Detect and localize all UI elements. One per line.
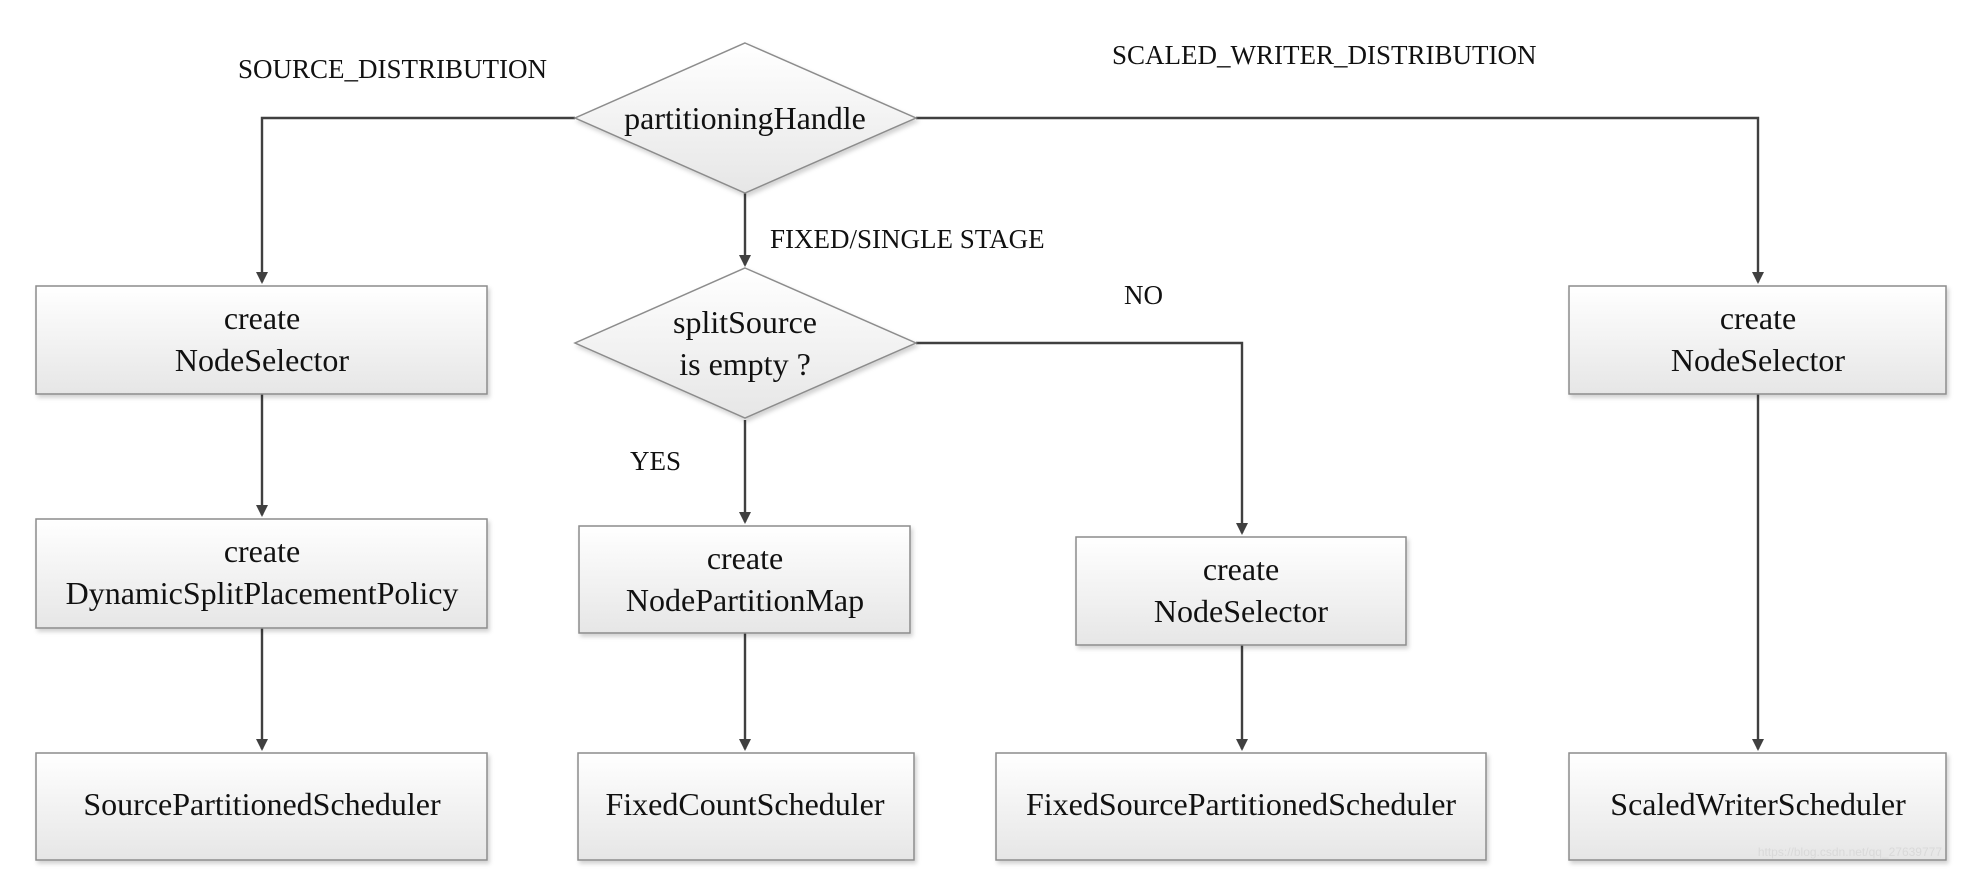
right-node-selector-line-1: create — [1720, 300, 1796, 336]
source-partitioned-scheduler-label: SourcePartitionedScheduler — [83, 786, 441, 822]
left-node-selector-line-2: NodeSelector — [175, 342, 350, 378]
mid-node-selector-line-1: create — [1203, 551, 1279, 587]
connectors — [256, 116, 1764, 751]
label-scaled-writer-distribution: SCALED_WRITER_DISTRIBUTION — [1112, 40, 1536, 70]
edge-source-distribution — [256, 116, 575, 284]
dynamic-policy-line-1: create — [224, 533, 300, 569]
edge-scaled-writer-distribution — [916, 116, 1764, 284]
box-create-node-partition-map: create NodePartitionMap — [578, 525, 911, 634]
box-source-partitioned-scheduler: SourcePartitionedScheduler — [35, 752, 488, 861]
box-fixed-source-partitioned-scheduler: FixedSourcePartitionedScheduler — [995, 752, 1487, 861]
box-scaled-writer-scheduler: ScaledWriterScheduler — [1568, 752, 1947, 861]
node-partition-map-line-1: create — [707, 540, 783, 576]
decision-split-source-empty: splitSource is empty ? — [573, 267, 918, 419]
fixed-count-scheduler-label: FixedCountScheduler — [605, 786, 884, 822]
box-fixed-count-scheduler: FixedCountScheduler — [577, 752, 915, 861]
fixed-source-partitioned-scheduler-label: FixedSourcePartitionedScheduler — [1026, 786, 1456, 822]
label-yes: YES — [630, 446, 681, 476]
label-fixed-single-stage: FIXED/SINGLE STAGE — [770, 224, 1045, 254]
box-mid-create-node-selector: create NodeSelector — [1075, 536, 1407, 646]
mid-node-selector-line-2: NodeSelector — [1154, 593, 1329, 629]
left-node-selector-line-1: create — [224, 300, 300, 336]
watermark-text: https://blog.csdn.net/qq_27639777 — [1758, 845, 1942, 859]
box-create-dynamic-split-placement-policy: create DynamicSplitPlacementPolicy — [35, 518, 488, 629]
decision-partitioning-line-1: partitioningHandle — [624, 100, 866, 136]
decision-split-source-line-2: is empty ? — [679, 346, 811, 382]
label-no: NO — [1124, 280, 1163, 310]
right-node-selector-line-2: NodeSelector — [1671, 342, 1846, 378]
dynamic-policy-line-2: DynamicSplitPlacementPolicy — [66, 575, 459, 611]
scaled-writer-scheduler-label: ScaledWriterScheduler — [1610, 786, 1906, 822]
label-source-distribution: SOURCE_DISTRIBUTION — [238, 54, 547, 84]
decision-split-source-line-1: splitSource — [673, 304, 817, 340]
edge-no — [916, 341, 1248, 535]
box-right-create-node-selector: create NodeSelector — [1568, 285, 1947, 395]
box-left-create-node-selector: create NodeSelector — [35, 285, 488, 395]
node-partition-map-line-2: NodePartitionMap — [626, 582, 864, 618]
decision-partitioning-handle: partitioningHandle — [573, 42, 918, 194]
